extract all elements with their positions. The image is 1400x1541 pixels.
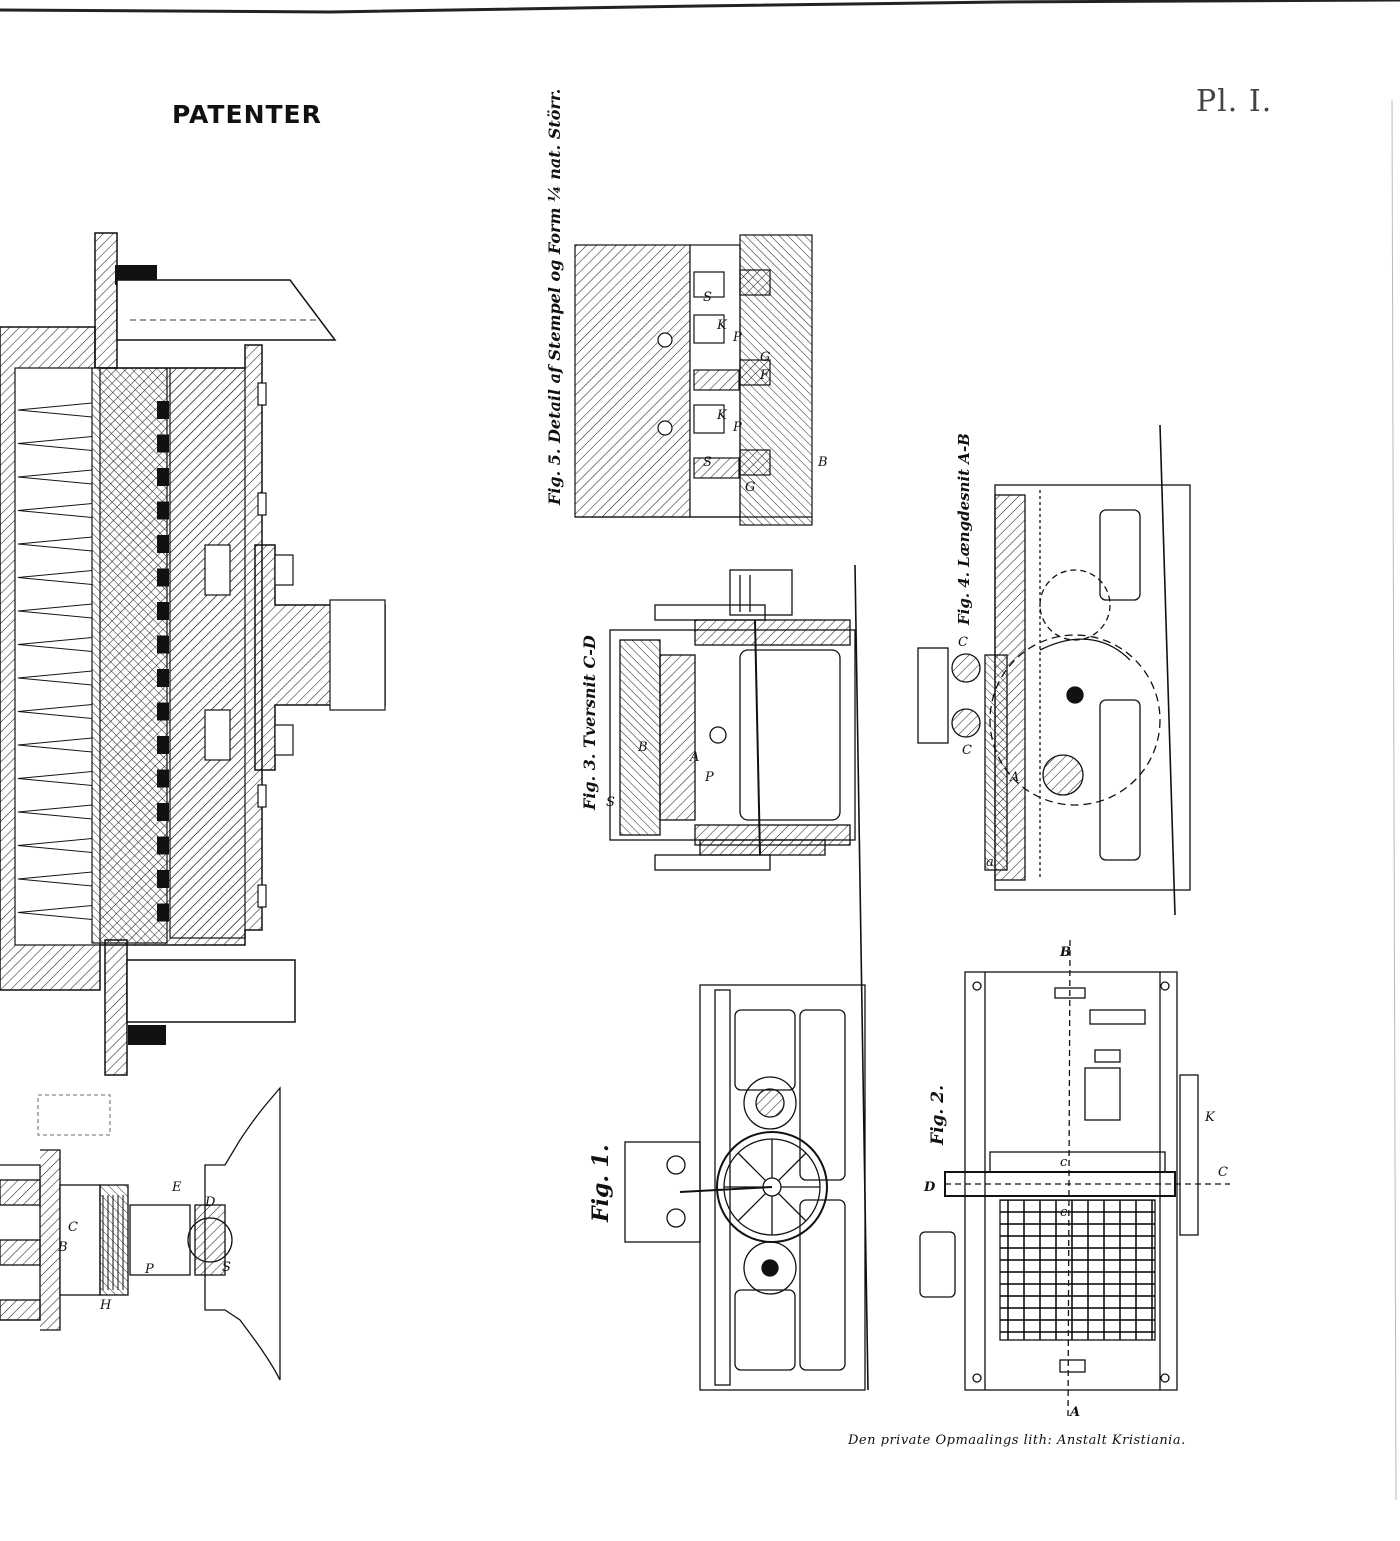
label-letter: B (818, 455, 828, 470)
label-letter: K (717, 408, 727, 423)
die-spike (17, 469, 93, 485)
die-block-insert (157, 535, 169, 553)
fig1-elevation-drawing (624, 984, 866, 1391)
page-title: PATENTER (172, 100, 322, 129)
die-block-insert (157, 568, 169, 587)
label-letter: E (172, 1180, 182, 1195)
fig5-caption: Fig. 5. Detail af Stempel og Form ¼ nat.… (545, 88, 564, 505)
label-letter: P (145, 1262, 154, 1277)
label-letter: F (760, 368, 770, 383)
die-spike (17, 502, 93, 519)
label-letter: P (733, 330, 742, 345)
label-letter: P (733, 420, 742, 435)
die-block-insert (157, 736, 169, 754)
die-spike (17, 770, 93, 787)
label-letter: C (1218, 1165, 1228, 1180)
label-letter: P (705, 770, 714, 785)
die-spikes (17, 401, 169, 922)
label-letter: K (1205, 1110, 1215, 1125)
label-letter: H (100, 1298, 112, 1313)
label-letter: a (986, 855, 994, 870)
label-letter: C (958, 635, 968, 650)
die-block-insert (157, 501, 169, 520)
label-letter: A (1010, 770, 1020, 785)
die-spike (17, 837, 93, 854)
die-spike (17, 569, 93, 586)
die-block-insert (157, 769, 169, 788)
die-block-insert (157, 836, 169, 855)
lithographer-credit: Den private Opmaalings lith: Anstalt Kri… (848, 1433, 1186, 1448)
label-letter: c (1060, 1205, 1068, 1220)
fig5-detail-drawing (574, 234, 813, 526)
label-letter: A (1070, 1405, 1081, 1420)
label-letter: S (606, 795, 615, 810)
fig3-cross-section-drawing (609, 564, 869, 1391)
bottom-left-section (0, 1086, 281, 1381)
fig4-longitudinal-section-drawing (917, 424, 1191, 916)
die-block-insert (157, 468, 169, 486)
fig4-caption: Fig. 4. Længdesnit A-B (955, 433, 973, 625)
die-block-insert (157, 434, 169, 453)
die-block-insert (157, 702, 169, 721)
label-letter: B (58, 1240, 68, 1255)
die-spike (17, 636, 93, 653)
label-letter: B (638, 740, 648, 755)
die-spike (17, 603, 93, 619)
label-letter: B (1060, 945, 1071, 960)
paper-right-edge (1391, 99, 1397, 1501)
label-letter: C (68, 1220, 78, 1235)
die-block-insert (157, 401, 169, 419)
label-letter: G (760, 350, 771, 365)
die-spike (17, 737, 93, 753)
die-spike (17, 435, 93, 452)
die-block-insert (157, 635, 169, 654)
die-spike (17, 402, 93, 418)
die-spike (17, 536, 93, 552)
die-block-insert (157, 602, 169, 620)
fig2-plan-drawing (919, 939, 1230, 1421)
label-letter: S (703, 455, 712, 470)
fig3-caption: Fig. 3. Tversnit C-D (580, 635, 599, 810)
die-spike (17, 871, 93, 887)
die-block-insert (157, 870, 169, 888)
label-letter: D (205, 1195, 216, 1210)
die-block-insert (157, 803, 169, 821)
label-letter: C (962, 743, 972, 758)
die-spike (17, 703, 93, 720)
label-letter: K (717, 318, 727, 333)
label-letter: S (703, 290, 712, 305)
label-letter: c (1060, 1155, 1068, 1170)
fig1-caption: Fig. 1. (588, 1144, 614, 1222)
die-block-insert (157, 669, 169, 687)
die-spike (17, 670, 93, 686)
plate-number: Pl. I. (1196, 84, 1273, 119)
die-block-insert (157, 903, 169, 922)
label-letter: D (924, 1180, 936, 1195)
label-letter: G (745, 480, 756, 495)
paper-top-edge (0, 0, 1400, 14)
label-letter: S (222, 1260, 231, 1275)
large-section-drawing (0, 232, 386, 1076)
fig2-caption: Fig. 2. (928, 1085, 948, 1145)
die-spike (17, 904, 93, 921)
label-letter: A (690, 750, 700, 765)
die-spike (17, 804, 93, 820)
